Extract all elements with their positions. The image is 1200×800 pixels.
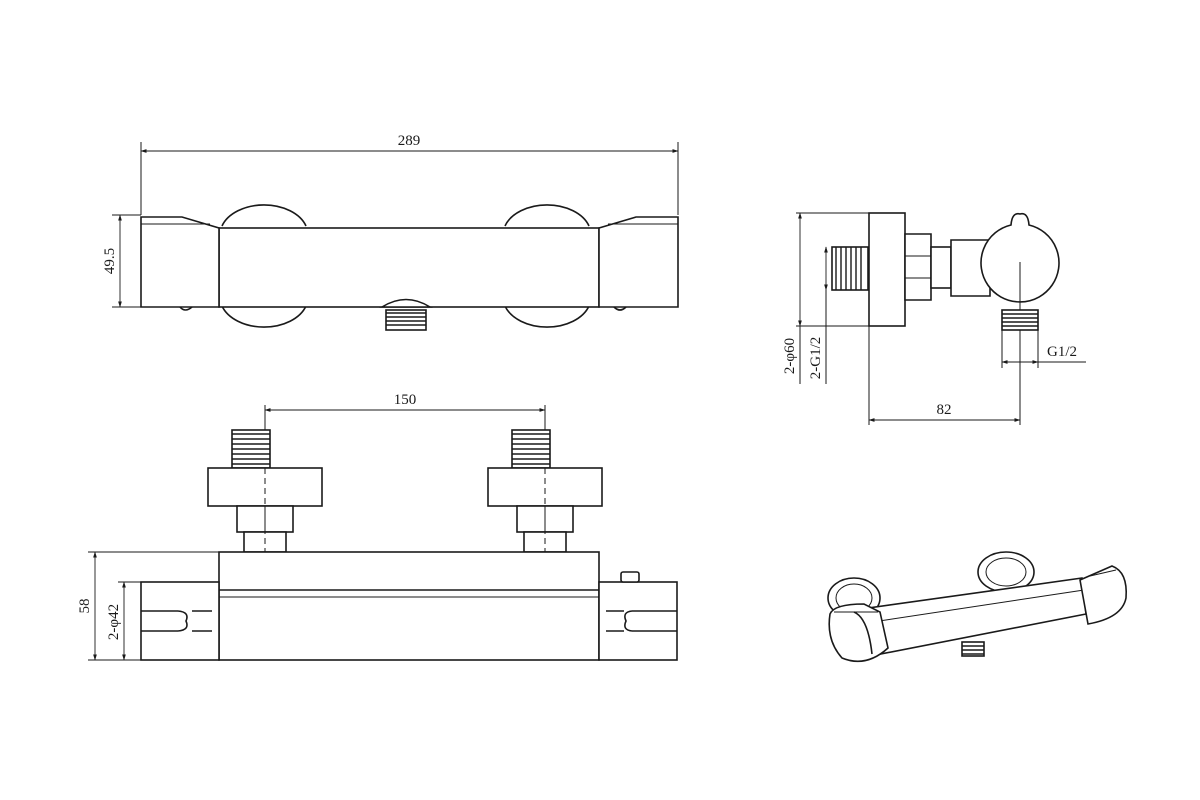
overall-length-label: 289 xyxy=(398,133,421,149)
iso-left-handle-contour xyxy=(853,611,873,655)
mixer-body xyxy=(218,227,600,308)
side-outlet-thread xyxy=(1001,309,1039,331)
left-flange-bottom-arc xyxy=(221,305,307,328)
iso-left-handle xyxy=(828,603,889,663)
body-height-label: 49.5 xyxy=(102,248,118,274)
right-flange-bottom-arc xyxy=(504,305,590,328)
side-inlet-thread xyxy=(831,246,869,291)
wall-flange-diameter-label: 2-φ60 xyxy=(782,338,798,374)
overall-height-label: 58 xyxy=(77,599,93,614)
right-flange-top-arc xyxy=(504,204,590,227)
plan-right-handle xyxy=(598,581,678,661)
iso-outlet-thread-lines xyxy=(962,645,984,655)
left-handle xyxy=(140,216,220,308)
plan-view: 150 xyxy=(77,392,678,661)
wall-projection-label: 82 xyxy=(937,402,952,418)
side-view: 2-φ60 2-G1/2 xyxy=(782,212,1086,425)
isometric-view xyxy=(827,551,1128,663)
left-flange-top-arc xyxy=(221,204,307,227)
right-handle xyxy=(598,216,679,308)
left-inlet-thread-lines xyxy=(232,433,270,465)
plan-mixer-body xyxy=(218,551,600,661)
iso-right-handle xyxy=(1079,565,1128,625)
side-connector xyxy=(930,246,952,289)
handle-slot-curve xyxy=(177,610,188,632)
plan-left-handle xyxy=(140,581,220,661)
outlet-thread-label: G1/2 xyxy=(1047,344,1077,360)
iso-body-edge xyxy=(845,589,1085,627)
inlet-thread-label: 2-G1/2 xyxy=(808,337,824,380)
side-body-circle xyxy=(980,212,1060,303)
side-outlet-thread-lines xyxy=(1002,313,1038,327)
iso-right-handle-edge xyxy=(1089,569,1117,577)
safety-button xyxy=(620,571,640,583)
outlet-dome xyxy=(379,298,433,308)
front-view: 289 49.5 xyxy=(102,133,679,331)
left-handle-foot xyxy=(179,306,193,311)
side-hex-nut xyxy=(904,233,932,301)
inlet-spacing-label: 150 xyxy=(394,392,417,408)
right-inlet-thread-lines xyxy=(512,433,550,465)
right-handle-foot xyxy=(613,306,627,311)
side-body-neck xyxy=(950,239,991,297)
side-wall-flange xyxy=(868,212,906,327)
side-inlet-thread-lines xyxy=(835,247,862,290)
handle-diameter-label: 2-φ42 xyxy=(106,604,122,640)
iso-right-flange-inner xyxy=(985,557,1027,587)
handle-slot-curve xyxy=(624,610,633,632)
outlet-thread-lines xyxy=(386,312,426,326)
